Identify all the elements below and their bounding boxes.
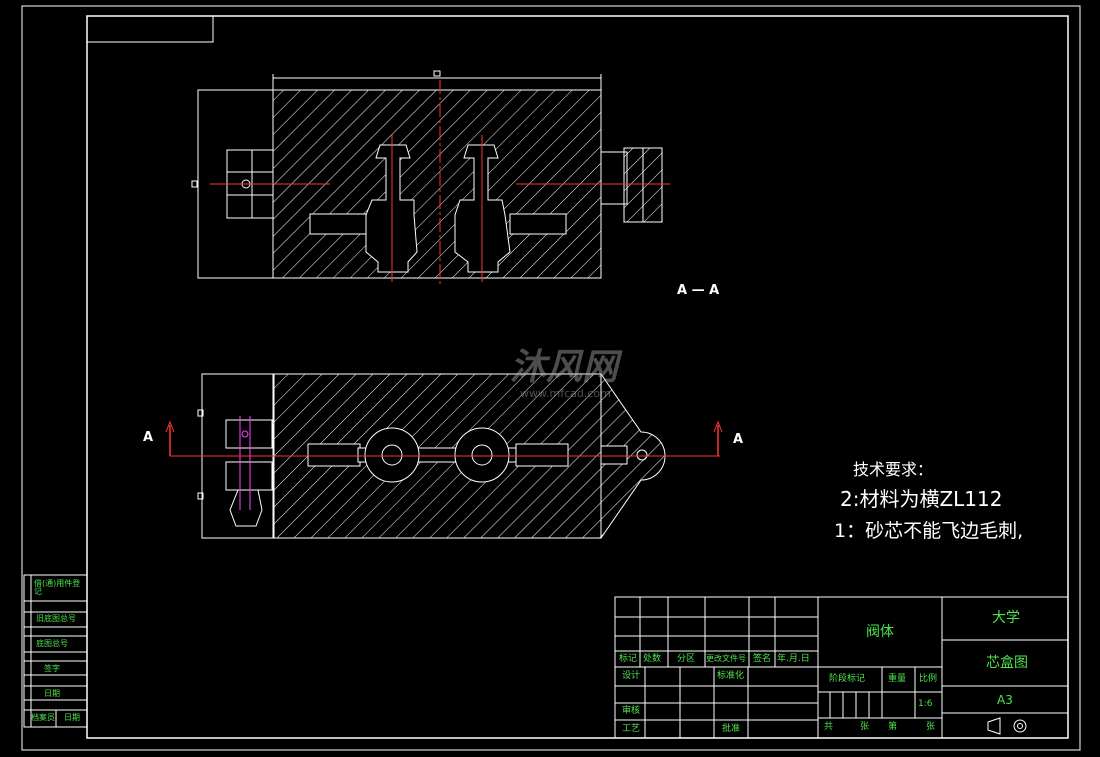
plan-view-bottom [165, 373, 723, 539]
scale-value: 1:6 [918, 699, 933, 709]
sheet-inner-border [86, 15, 1069, 739]
header-sign: 签名 [753, 654, 772, 664]
section-view-top [191, 70, 670, 285]
school-name: 大学 [992, 610, 1020, 626]
header-zone: 分区 [677, 654, 696, 664]
sheet-unit2-label: 张 [926, 722, 936, 732]
sheet-size: A3 [997, 693, 1013, 707]
projection-symbol-icon [987, 717, 1027, 735]
side-row-4: 签字 [44, 664, 60, 673]
design-label: 设计 [622, 671, 641, 681]
tech-req-line2: 2:材料为横ZL112 [840, 487, 1003, 511]
sheet-no-label: 第 [888, 722, 898, 732]
review-label: 审核 [622, 706, 641, 716]
side-bottom-right: 日期 [64, 713, 80, 722]
cut-label-left: A [143, 430, 154, 445]
watermark-url: www.mfcad.com [520, 387, 611, 400]
stage-mark-label: 阶段标记 [829, 674, 866, 684]
header-date: 年.月.日 [777, 654, 810, 664]
tech-req-heading: 技术要求： [853, 460, 934, 479]
standard-label: 标准化 [717, 671, 745, 681]
process-label: 工艺 [622, 724, 641, 734]
watermark-logo: 沐风网 [510, 347, 619, 388]
header-change-doc: 更改文件号 [706, 654, 746, 663]
approve-label: 批准 [722, 724, 741, 734]
cut-label-right: A [733, 432, 744, 447]
tech-req-line1: 1：砂芯不能飞边毛刺, [834, 520, 1024, 542]
drawing-name: 芯盒图 [986, 655, 1028, 671]
side-row-2: 旧底图总号 [36, 614, 76, 623]
top-left-code-box [86, 15, 214, 43]
sheet-outer-border [21, 5, 1081, 751]
side-row-3: 底图总号 [36, 639, 68, 648]
title-block-lines [23, 574, 1069, 739]
section-label: A — A [677, 283, 720, 298]
scale-label: 比例 [919, 674, 938, 684]
weight-label: 重量 [888, 674, 907, 684]
side-row-5: 日期 [44, 689, 60, 698]
header-count: 处数 [643, 654, 662, 664]
header-mark: 标记 [619, 654, 638, 664]
side-bottom-left: 档案员 [31, 713, 55, 722]
part-name: 阀体 [866, 624, 894, 640]
sheets-total-label: 共 [824, 722, 834, 732]
side-row-1: 借(通)用件登记 [34, 579, 81, 596]
sheets-unit-label: 张 [860, 722, 870, 732]
